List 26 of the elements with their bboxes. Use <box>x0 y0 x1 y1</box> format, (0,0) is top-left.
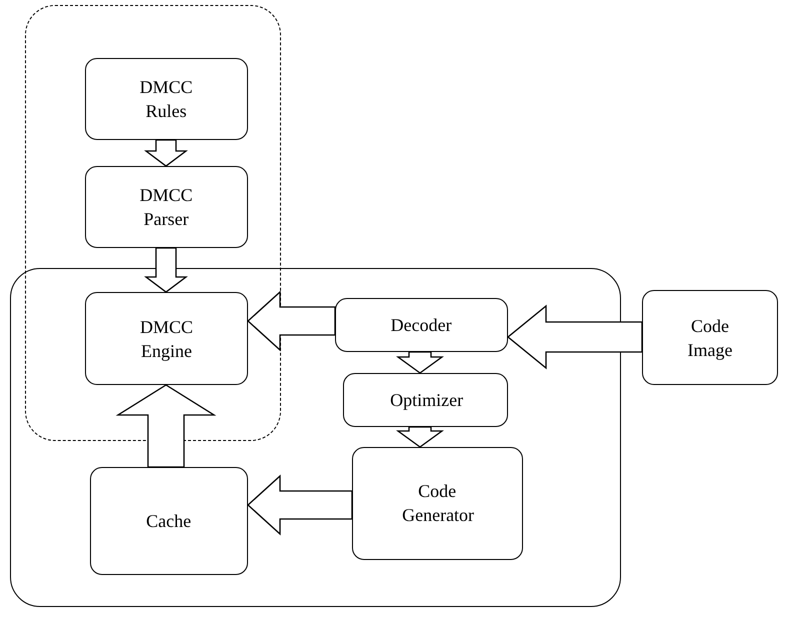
process-box <box>342 372 508 427</box>
group-outline <box>10 268 621 607</box>
box-label: DMCC Engine <box>138 316 194 362</box>
box-label: Optimizer <box>390 388 460 412</box>
box-label: Cache <box>145 510 192 533</box>
process-box <box>85 292 248 385</box>
box-label: DMCC Parser <box>138 184 194 231</box>
process-box <box>90 466 248 575</box>
block-arrow <box>144 247 188 293</box>
block-arrow <box>116 384 216 468</box>
block-arrow <box>247 474 353 536</box>
box-label: Code Generator <box>402 480 472 528</box>
block-arrow <box>144 139 188 167</box>
block-arrow <box>247 290 336 352</box>
box-label: Code Image <box>686 314 734 362</box>
block-arrow <box>506 304 643 370</box>
dashed-group-outline <box>25 5 281 441</box>
block-arrow <box>396 426 444 448</box>
box-label: DMCC Rules <box>138 76 194 123</box>
process-box <box>84 58 248 140</box>
process-box <box>352 446 523 560</box>
process-box <box>334 298 508 352</box>
process-box <box>84 166 248 248</box>
box-label: Decoder <box>390 314 453 337</box>
process-box <box>642 290 778 385</box>
block-arrow <box>396 351 444 374</box>
